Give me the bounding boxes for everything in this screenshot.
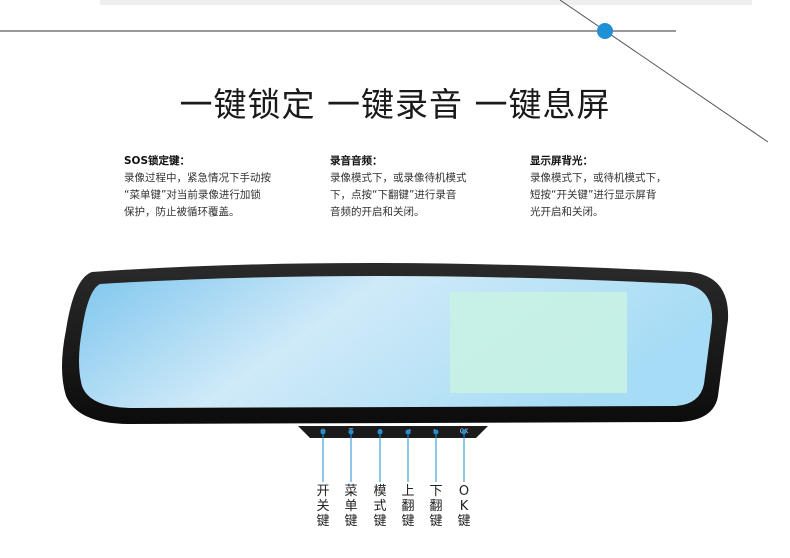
- label-char: 关: [316, 499, 330, 514]
- label-char: 键: [429, 514, 443, 529]
- label-char: 模: [373, 484, 387, 499]
- label-down-key: 下 翻 键: [428, 484, 444, 529]
- leader-dot: [461, 429, 467, 435]
- label-char: 上: [401, 484, 415, 499]
- leader-dot: [348, 429, 354, 435]
- feature-title: SOS锁定键：: [124, 155, 191, 167]
- label-mode-key: 模 式 键: [372, 484, 388, 529]
- label-char: O: [458, 484, 470, 499]
- feature-title: 录音音频：: [330, 155, 383, 167]
- label-char: 键: [457, 514, 471, 529]
- label-char: 键: [373, 514, 387, 529]
- label-ok-key: O K 键: [456, 484, 472, 529]
- feature-desc-line: “菜单键”对当前录像进行加锁: [124, 189, 261, 201]
- label-menu-key: 菜 单 键: [343, 484, 359, 529]
- feature-desc-line: 录像模式下，或待机模式下，: [530, 172, 667, 184]
- button-strip: [298, 426, 488, 438]
- label-char: 式: [373, 499, 387, 514]
- label-char: 键: [344, 514, 358, 529]
- leader-dot: [377, 429, 383, 435]
- feature-desc-line: 光开启和关闭。: [530, 206, 604, 218]
- leader-dot: [320, 429, 326, 435]
- label-power-key: 开 关 键: [315, 484, 331, 529]
- feature-desc-line: 录像过程中，紧急情况下手动按: [124, 172, 271, 184]
- feature-desc-line: 下，点按“下翻键”进行录音: [330, 189, 457, 201]
- feature-desc-line: 保护，防止被循环覆盖。: [124, 206, 240, 218]
- label-char: 菜: [344, 484, 358, 499]
- feature-desc-line: 音频的开启和关闭。: [330, 206, 425, 218]
- label-char: 下: [429, 484, 443, 499]
- label-up-key: 上 翻 键: [400, 484, 416, 529]
- feature-screen-backlight: 显示屏背光： 录像模式下，或待机模式下， 短按“开关键”进行显示屏背 光开启和关…: [530, 153, 700, 221]
- label-char: 翻: [401, 499, 415, 514]
- feature-sos-lock: SOS锁定键： 录像过程中，紧急情况下手动按 “菜单键”对当前录像进行加锁 保护…: [124, 153, 294, 221]
- accent-dot: [597, 23, 613, 39]
- display-screen-area: [450, 292, 627, 393]
- feature-desc-line: 录像模式下，或录像待机模式: [330, 172, 467, 184]
- headline: 一键锁定 一键录音 一键息屏: [179, 85, 611, 124]
- label-char: K: [459, 499, 469, 514]
- leader-dot: [405, 429, 411, 435]
- feature-audio-recording: 录音音频： 录像模式下，或录像待机模式 下，点按“下翻键”进行录音 音频的开启和…: [330, 153, 500, 221]
- label-char: 键: [401, 514, 415, 529]
- label-char: 开: [316, 484, 330, 499]
- label-char: 键: [316, 514, 330, 529]
- diagonal-rule: [559, 0, 769, 143]
- feature-title: 显示屏背光：: [530, 155, 593, 167]
- leader-dot: [433, 429, 439, 435]
- feature-desc-line: 短按“开关键”进行显示屏背: [530, 189, 657, 201]
- top-banner-strip: [100, 0, 752, 5]
- label-char: 翻: [429, 499, 443, 514]
- label-char: 单: [344, 499, 358, 514]
